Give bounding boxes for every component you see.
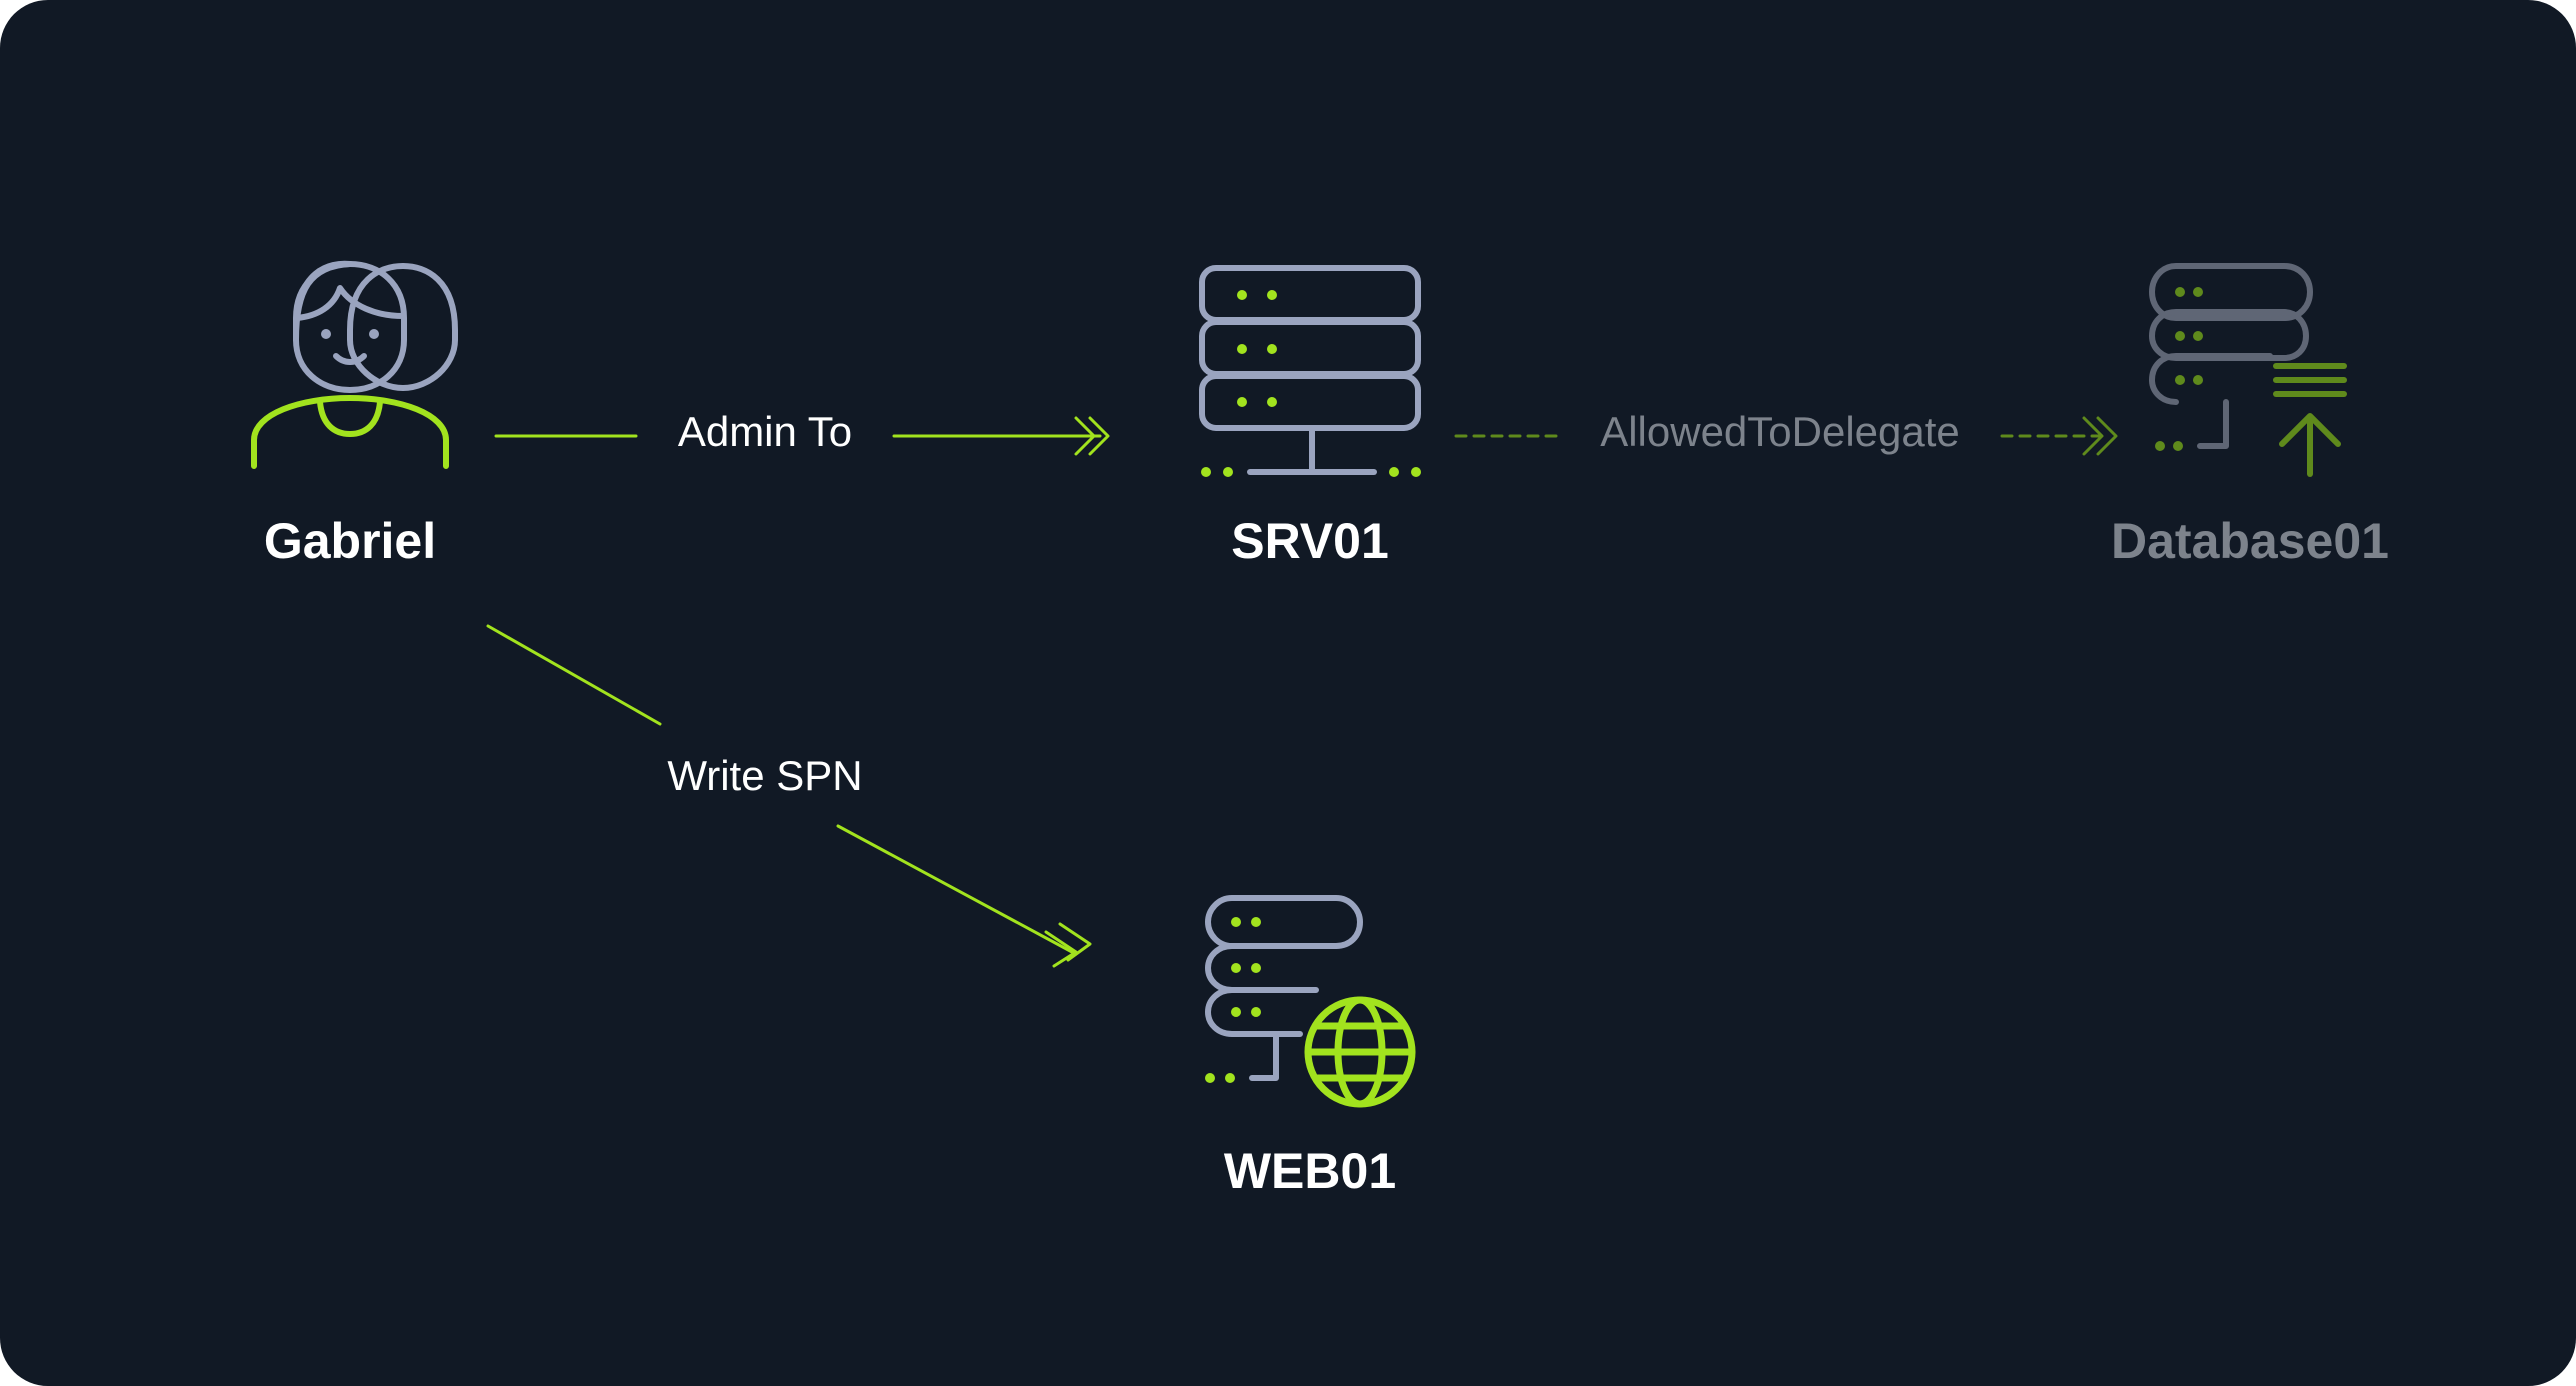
node-label-gabriel: Gabriel — [264, 513, 436, 569]
edge-write-spn — [486, 624, 1092, 968]
edge-admin-to — [494, 416, 1110, 456]
edge-label-admin-to: Admin To — [678, 408, 852, 455]
arrowhead — [1074, 416, 1096, 456]
node-label-database01: Database01 — [2111, 513, 2389, 569]
edge-label-allowed-to-delegate: AllowedToDelegate — [1600, 408, 1960, 455]
database-server-icon[interactable] — [2149, 263, 2347, 477]
edge-label-write-spn: Write SPN — [667, 752, 862, 799]
server-icon[interactable] — [1199, 265, 1421, 477]
web-server-icon[interactable] — [1205, 895, 1416, 1108]
globe-icon — [1304, 996, 1416, 1108]
node-label-srv01: SRV01 — [1231, 513, 1389, 569]
node-label-web01: WEB01 — [1224, 1143, 1396, 1199]
user-icon-detail — [251, 261, 449, 469]
edge-allowed-to-delegate — [1454, 416, 2118, 456]
arrowhead — [2082, 416, 2104, 456]
arrowhead — [1044, 930, 1078, 968]
